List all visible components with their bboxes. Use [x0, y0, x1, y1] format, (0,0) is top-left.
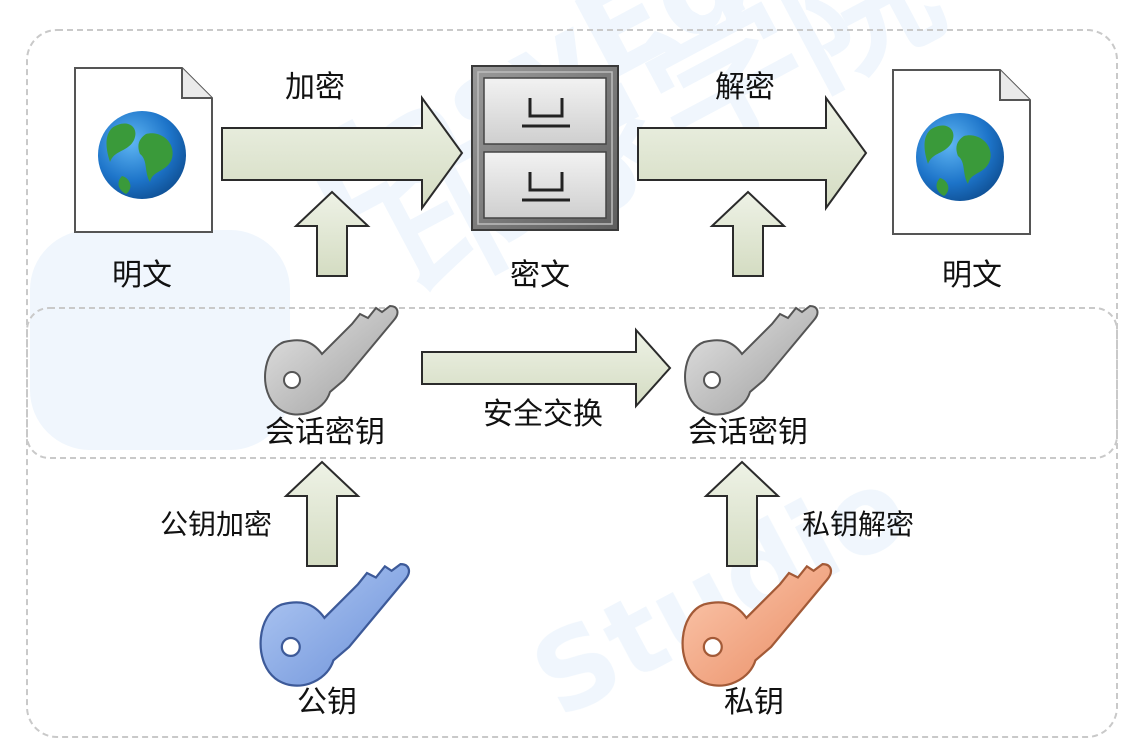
decrypt-arrow: [637, 94, 868, 212]
session-key-label-right: 会话密钥: [688, 415, 808, 450]
session-key-icon-left: [264, 305, 399, 416]
file-cabinet-icon: [471, 65, 619, 231]
session-key-label-left: 会话密钥: [265, 415, 385, 450]
up-arrow-private-key: [703, 460, 781, 567]
encrypt-arrow: [221, 94, 464, 212]
secure-exchange-label: 安全交换: [483, 397, 603, 432]
private-key-icon: [681, 562, 833, 687]
up-arrow-public-key: [283, 460, 361, 567]
plaintext-document-left: [74, 67, 213, 233]
public-key-label: 公钥: [297, 685, 357, 720]
session-key-band: [26, 307, 1118, 459]
encrypt-label: 加密: [285, 70, 345, 105]
public-key-icon: [259, 562, 411, 687]
public-key-encrypt-label: 公钥加密: [160, 508, 272, 541]
globe-icon: [916, 113, 1004, 201]
private-key-decrypt-label: 私钥解密: [802, 508, 914, 541]
secure-exchange-arrow: [421, 327, 672, 409]
decrypt-label: 解密: [715, 70, 775, 105]
ciphertext-label: 密文: [510, 258, 570, 293]
up-arrow-session-right: [709, 190, 787, 277]
session-key-icon-right: [684, 305, 819, 416]
globe-icon: [98, 111, 186, 199]
up-arrow-session-left: [293, 190, 371, 277]
plaintext-label-right: 明文: [942, 258, 1002, 293]
private-key-label: 私钥: [724, 685, 784, 720]
plaintext-document-right: [892, 69, 1031, 235]
plaintext-label-left: 明文: [112, 258, 172, 293]
